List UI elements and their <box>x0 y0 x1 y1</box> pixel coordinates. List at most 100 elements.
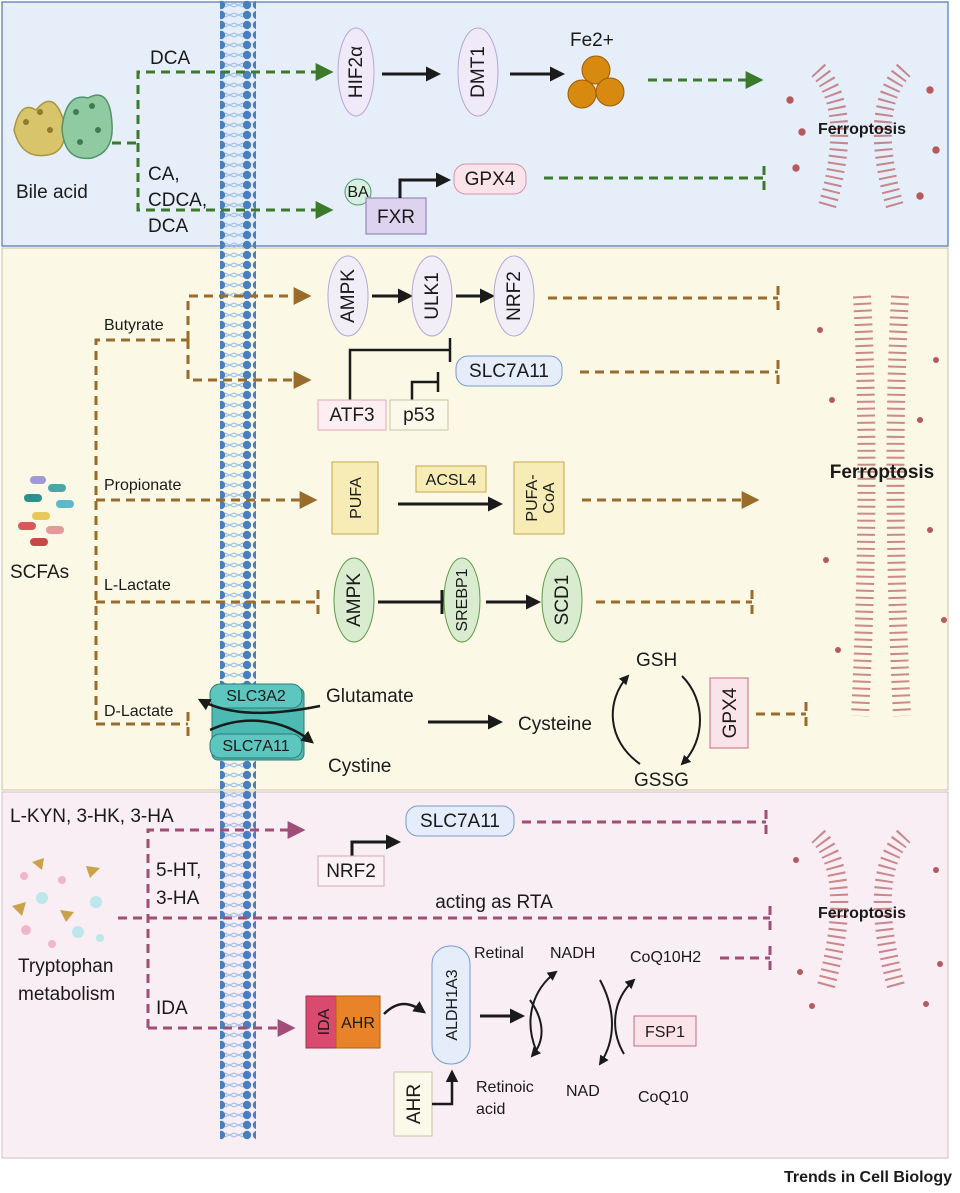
pufa-label: PUFA <box>348 477 365 519</box>
slc7a11-transporter-label: SLC7A11 <box>222 738 289 755</box>
bile-acid-icon <box>13 94 113 160</box>
slc7a11-trp-node <box>405 805 515 837</box>
route2-label-1: 5-HT, <box>156 860 201 881</box>
route1-label: L-KYN, 3-HK, 3-HA <box>10 806 174 827</box>
retinoic-label-2: acid <box>476 1101 505 1118</box>
coq10-label: CoQ10 <box>638 1089 689 1106</box>
acsl4-node <box>415 465 487 493</box>
atf3-inhibits-slc7a11 <box>348 338 452 400</box>
ampk-label: AMPK <box>338 269 359 323</box>
dca2-label: DCA <box>148 216 188 237</box>
ba-ligand <box>344 178 372 206</box>
srebp1-node <box>443 557 481 643</box>
nrf2-trp-label: NRF2 <box>326 861 376 882</box>
fxr-node <box>365 197 427 235</box>
ahr-node-label: AHR <box>341 1015 375 1032</box>
cystine-label: Cystine <box>328 756 391 777</box>
gpx4-inhibits-ferroptosis-2 <box>756 702 808 726</box>
l-lactate-label: L-Lactate <box>104 577 171 594</box>
slc7a11-trp-inhibits-ferroptosis <box>522 810 768 834</box>
cysteine-label: Cysteine <box>518 714 592 735</box>
gssg-to-gsh-arrow <box>611 674 641 765</box>
pufa-node <box>331 461 379 535</box>
ferroptosis-membrane-icon <box>786 63 940 213</box>
gsh-label: GSH <box>636 650 677 671</box>
pufa-coa-label-1: PUFA- <box>524 474 541 521</box>
coq10h2-label: CoQ10H2 <box>630 949 701 966</box>
coq10-to-coq10h2-arrow <box>614 978 636 1055</box>
route3-label: IDA <box>156 998 188 1019</box>
slc7a11-subunit <box>209 733 303 759</box>
scfa-trunk-line <box>94 338 188 720</box>
gssg-label: GSSG <box>634 770 689 791</box>
iron-ions-icon <box>567 55 625 109</box>
p53-label: p53 <box>403 405 435 426</box>
pufa-coa-node <box>513 461 565 535</box>
ba-label: BA <box>347 184 369 201</box>
nrf2-label: NRF2 <box>504 271 525 321</box>
atf3-label: ATF3 <box>329 405 374 426</box>
coq10h2-inhibits-ferroptosis <box>720 946 772 970</box>
hif2a-node <box>337 27 375 117</box>
ferroptosis-membrane-icon-2 <box>817 295 947 717</box>
rta-inhibits-ferroptosis <box>118 906 772 930</box>
scd1-inhibits-ferroptosis <box>596 590 754 614</box>
gpx4-scfa-label: GPX4 <box>720 687 741 738</box>
nrf2-node <box>493 255 535 337</box>
cystine-import-arrow <box>209 719 314 744</box>
scd1-label: SCD1 <box>552 575 573 626</box>
dca-label: DCA <box>150 48 190 69</box>
retinal-label: Retinal <box>474 945 524 962</box>
slc3a2-label: SLC3A2 <box>226 688 286 705</box>
gpx4-label: GPX4 <box>465 169 516 190</box>
nrf2-trp-node <box>317 855 385 887</box>
nad-label: NAD <box>566 1083 600 1100</box>
ida-node <box>305 995 341 1049</box>
d-lactate-label: D-Lactate <box>104 703 173 720</box>
nadh-to-nad-arrow <box>598 979 613 1066</box>
p53-node <box>389 399 449 431</box>
slc3a2-subunit <box>209 683 303 709</box>
route1-to-slc7a11-arrow <box>146 821 306 1028</box>
gpx4-scfa-node <box>709 677 749 749</box>
retinoic-label-1: Retinoic <box>476 1079 534 1096</box>
fe-label: Fe2+ <box>570 30 614 51</box>
dmt1-node <box>457 27 499 117</box>
journal-credit: Trends in Cell Biology <box>784 1169 952 1186</box>
gpx4-node <box>453 163 527 195</box>
butyrate-to-atf3-arrow <box>186 340 312 389</box>
l-lactate-inhibits-ampk <box>96 590 320 614</box>
fsp1-node <box>633 1015 697 1047</box>
gsh-to-gssg-arrow <box>680 675 701 766</box>
atf3-node <box>317 399 387 431</box>
tryptophan-label-1: Tryptophan <box>18 956 113 977</box>
ahr-to-aldh1a3-arrow <box>383 1001 427 1015</box>
scfa-icon <box>18 476 74 546</box>
tryptophan-icon <box>12 858 104 948</box>
ampk2-node <box>333 557 375 643</box>
fxr-to-gpx4-arrow <box>398 172 451 198</box>
slc7a11-node <box>455 355 563 387</box>
butyrate-to-ampk-arrow <box>186 287 312 340</box>
ferroptosis-label-2: Ferroptosis <box>830 462 935 483</box>
scd1-node <box>541 557 583 643</box>
aldh1a3-label: ALDH1A3 <box>444 969 461 1040</box>
gpx4-inhibits-ferroptosis <box>544 166 766 190</box>
ahr2-to-aldh1a3-arrow <box>432 1069 459 1106</box>
nad-to-nadh-arrow <box>529 970 558 1051</box>
ahr2-label: AHR <box>404 1084 425 1124</box>
fsp1-label: FSP1 <box>645 1024 685 1041</box>
p53-inhibits-slc7a11 <box>410 372 440 400</box>
rta-label: acting as RTA <box>435 892 553 913</box>
nadh-label: NADH <box>550 945 595 962</box>
nrf2-inhibits-ferroptosis <box>548 286 780 310</box>
srebp1-label: SREBP1 <box>454 568 471 631</box>
bile-acid-label: Bile acid <box>16 182 88 203</box>
slc7a11-inhibits-ferroptosis <box>580 360 780 384</box>
pufa-coa-label-2: CoA <box>541 482 558 513</box>
slc7a11-label: SLC7A11 <box>469 361 549 382</box>
ca-cdca-dca-route-arrow <box>136 143 334 219</box>
scfas-label: SCFAs <box>10 562 69 583</box>
cdca-label: CDCA, <box>148 190 207 211</box>
